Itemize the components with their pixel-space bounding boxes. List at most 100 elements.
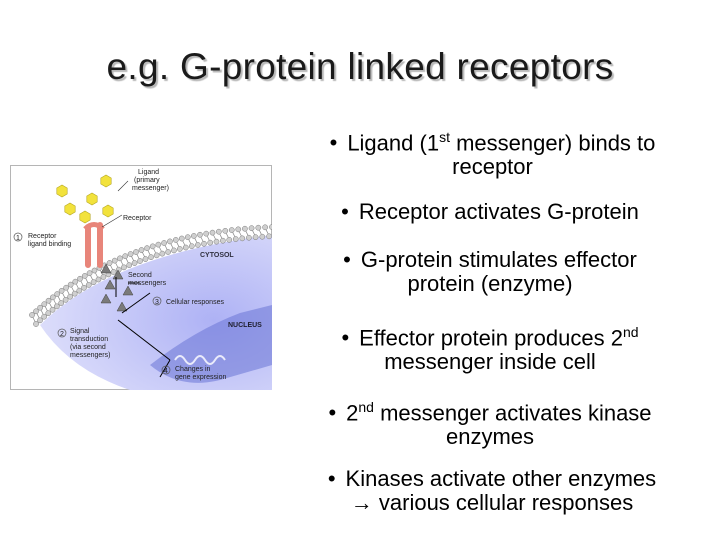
phospholipid-head bbox=[148, 254, 154, 261]
nucleus bbox=[150, 305, 272, 383]
bullet-text: 2 bbox=[346, 400, 359, 426]
phospholipid-head bbox=[209, 229, 216, 236]
second-messenger bbox=[100, 263, 112, 274]
phospholipid-head bbox=[195, 242, 201, 248]
receptor bbox=[83, 222, 105, 268]
bullet-line: •Effector protein produces 2nd bbox=[285, 320, 695, 350]
bullet-text: Effector protein produces 2 bbox=[359, 325, 623, 351]
phospholipid-tail bbox=[238, 231, 242, 237]
phospholipid-head bbox=[176, 246, 183, 252]
phospholipid-tail bbox=[66, 290, 70, 295]
phospholipid-head bbox=[49, 306, 56, 313]
phospholipid-head bbox=[184, 234, 191, 241]
bullet-text: Ligand (1 bbox=[347, 130, 440, 156]
phospholipid-tail bbox=[142, 252, 145, 257]
bullet-text: messenger) binds to bbox=[449, 130, 656, 156]
phospholipid-head bbox=[71, 290, 78, 297]
step2-marker bbox=[57, 328, 67, 338]
phospholipid-head bbox=[131, 260, 138, 266]
phospholipid-head bbox=[37, 304, 43, 311]
phospholipid-tail bbox=[265, 229, 269, 234]
phospholipid-tail bbox=[49, 303, 52, 308]
phospholipid-head bbox=[133, 249, 139, 255]
phospholipid-head bbox=[67, 281, 74, 288]
phospholipid-tail bbox=[153, 248, 156, 254]
second-messenger bbox=[100, 293, 112, 304]
phospholipid-head bbox=[72, 278, 79, 285]
phospholipid-head bbox=[219, 237, 226, 244]
phospholipid-tail bbox=[90, 275, 93, 280]
bullet-line: • Receptor activates G-protein bbox=[290, 200, 690, 224]
phospholipid-head bbox=[266, 233, 272, 240]
phospholipid-head bbox=[201, 240, 207, 247]
phospholipid-tail bbox=[75, 283, 79, 289]
phospholipid-tail bbox=[206, 235, 210, 241]
phospholipid-tail bbox=[85, 278, 89, 283]
phospholipid-tail bbox=[232, 232, 236, 237]
bullet-line: messenger inside cell bbox=[285, 350, 695, 374]
ligand-molecule bbox=[102, 204, 114, 218]
phospholipid-head bbox=[259, 233, 266, 240]
bullet-dot: • bbox=[341, 325, 350, 351]
phospholipid-head bbox=[111, 257, 118, 264]
bullet-dot: • bbox=[328, 400, 337, 426]
phospholipid-tail bbox=[36, 313, 40, 318]
bullet-dot: • bbox=[341, 199, 349, 224]
step2-number: 2 bbox=[60, 331, 64, 338]
phospholipid-head bbox=[188, 243, 195, 250]
phospholipid-tail bbox=[147, 250, 151, 255]
phospholipid-head bbox=[235, 226, 242, 233]
phospholipid-tail bbox=[194, 238, 198, 243]
phospholipid-tail bbox=[176, 242, 180, 247]
bullet-text: Kinases activate other enzymes bbox=[345, 466, 657, 491]
ligand-molecule bbox=[79, 210, 91, 224]
bullet-text: → various cellular responses bbox=[350, 490, 634, 515]
phospholipid-head bbox=[232, 236, 239, 242]
phospholipid-tail bbox=[164, 245, 168, 250]
second-messenger bbox=[104, 279, 116, 290]
phospholipid-tail bbox=[259, 230, 262, 235]
phospholipid-tail bbox=[62, 293, 65, 298]
phospholipid-tail bbox=[182, 240, 186, 246]
second-messenger bbox=[116, 301, 128, 312]
phospholipid-tail bbox=[225, 233, 229, 238]
bullet-dot: • bbox=[343, 247, 351, 272]
phospholipid-head bbox=[213, 238, 220, 245]
bullet-line: protein (enzyme) bbox=[290, 272, 690, 296]
superscript: nd bbox=[358, 399, 374, 415]
phospholipid-head bbox=[77, 275, 83, 282]
phospholipid-tail bbox=[71, 286, 74, 292]
slide-title: e.g. G-protein linked receptors bbox=[106, 46, 614, 87]
phospholipid-head bbox=[252, 234, 259, 241]
phospholipid-head bbox=[172, 237, 179, 243]
bullet-text: messenger inside cell bbox=[384, 349, 596, 375]
phospholipid-head bbox=[53, 303, 60, 310]
plasma-membrane bbox=[29, 224, 272, 327]
phospholipid-head bbox=[33, 308, 39, 315]
phospholipid-tail bbox=[115, 262, 119, 268]
bullet-dot: • bbox=[329, 130, 338, 156]
phospholipid-tail bbox=[213, 234, 216, 240]
phospholipid-head bbox=[127, 251, 134, 257]
phospholipid-head bbox=[81, 284, 87, 291]
second-messenger bbox=[112, 269, 124, 280]
phospholipid-tail bbox=[40, 310, 44, 315]
bullet-text: Receptor activates G-protein bbox=[358, 199, 639, 224]
bullet-line: •G-protein stimulates effector bbox=[290, 248, 690, 272]
phospholipid-tail bbox=[125, 258, 129, 263]
ligand-molecule bbox=[100, 174, 112, 188]
phospholipid-head bbox=[197, 231, 203, 238]
bullet-line: enzymes bbox=[275, 425, 705, 449]
phospholipid-tail bbox=[120, 260, 124, 266]
phospholipid-head bbox=[45, 310, 52, 317]
phospholipid-head bbox=[153, 252, 160, 259]
phospholipid-head bbox=[161, 240, 167, 246]
phospholipid-head bbox=[117, 255, 123, 262]
bullet-line: → various cellular responses bbox=[272, 491, 712, 515]
phospholipid-head bbox=[58, 287, 65, 294]
phospholipid-head bbox=[203, 230, 210, 237]
